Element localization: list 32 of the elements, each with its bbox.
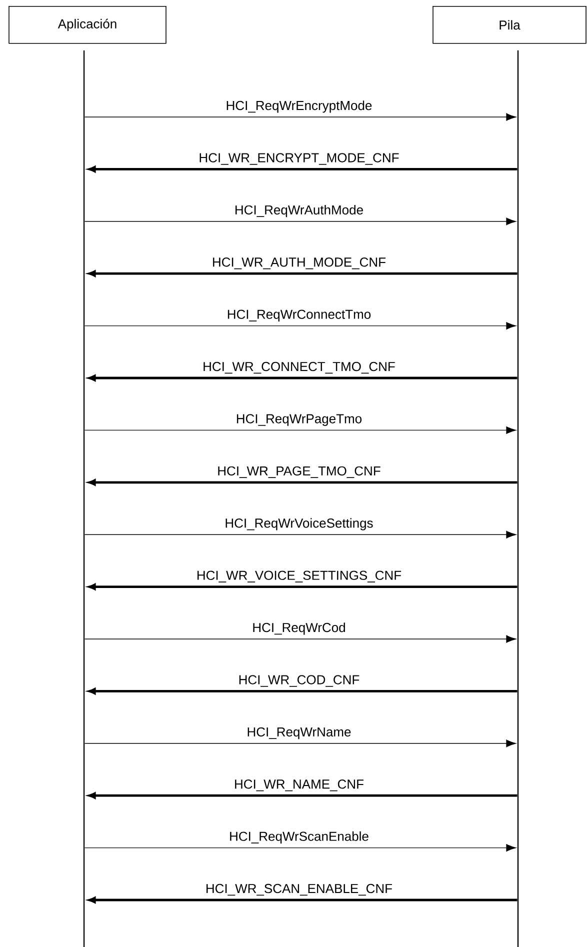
message-label: HCI_WR_AUTH_MODE_CNF [210, 256, 388, 270]
participant-box: Aplicación [8, 6, 166, 44]
message-arrow [84, 218, 516, 226]
message-arrow [84, 740, 516, 748]
lifeline [83, 50, 85, 947]
message-label: HCI_ReqWrScanEnable [228, 830, 370, 844]
message-arrow [84, 844, 516, 852]
message-label: HCI_ReqWrConnectTmo [226, 308, 372, 322]
message-label: HCI_WR_VOICE_SETTINGS_CNF [195, 570, 403, 584]
message-label: HCI_WR_PAGE_TMO_CNF [216, 465, 382, 479]
message-arrow [88, 270, 518, 277]
message-label: HCI_ReqWrPageTmo [234, 413, 364, 427]
participant-box: Pila [432, 6, 586, 44]
message-arrow [84, 322, 516, 330]
message-label: HCI_ReqWrCod [251, 622, 347, 636]
message-label: HCI_WR_SCAN_ENABLE_CNF [204, 882, 394, 897]
message-arrow [88, 896, 518, 904]
message-label: HCI_WR_COD_CNF [237, 674, 361, 688]
message-label: HCI_ReqWrName [246, 726, 352, 740]
message-arrow [84, 635, 516, 643]
message-label: HCI_WR_ENCRYPT_MODE_CNF [198, 152, 400, 166]
message-label: HCI_ReqWrEncryptMode [224, 100, 374, 114]
message-arrow [84, 426, 516, 434]
message-arrow [84, 113, 516, 121]
message-arrow [88, 792, 518, 799]
message-arrow [84, 530, 516, 538]
message-label: HCI_WR_CONNECT_TMO_CNF [202, 360, 396, 375]
message-label: HCI_ReqWrAuthMode [233, 204, 365, 218]
message-arrow [88, 479, 518, 486]
message-label: HCI_WR_NAME_CNF [233, 778, 365, 792]
message-arrow [88, 374, 518, 382]
message-label: HCI_ReqWrVoiceSettings [224, 517, 374, 532]
